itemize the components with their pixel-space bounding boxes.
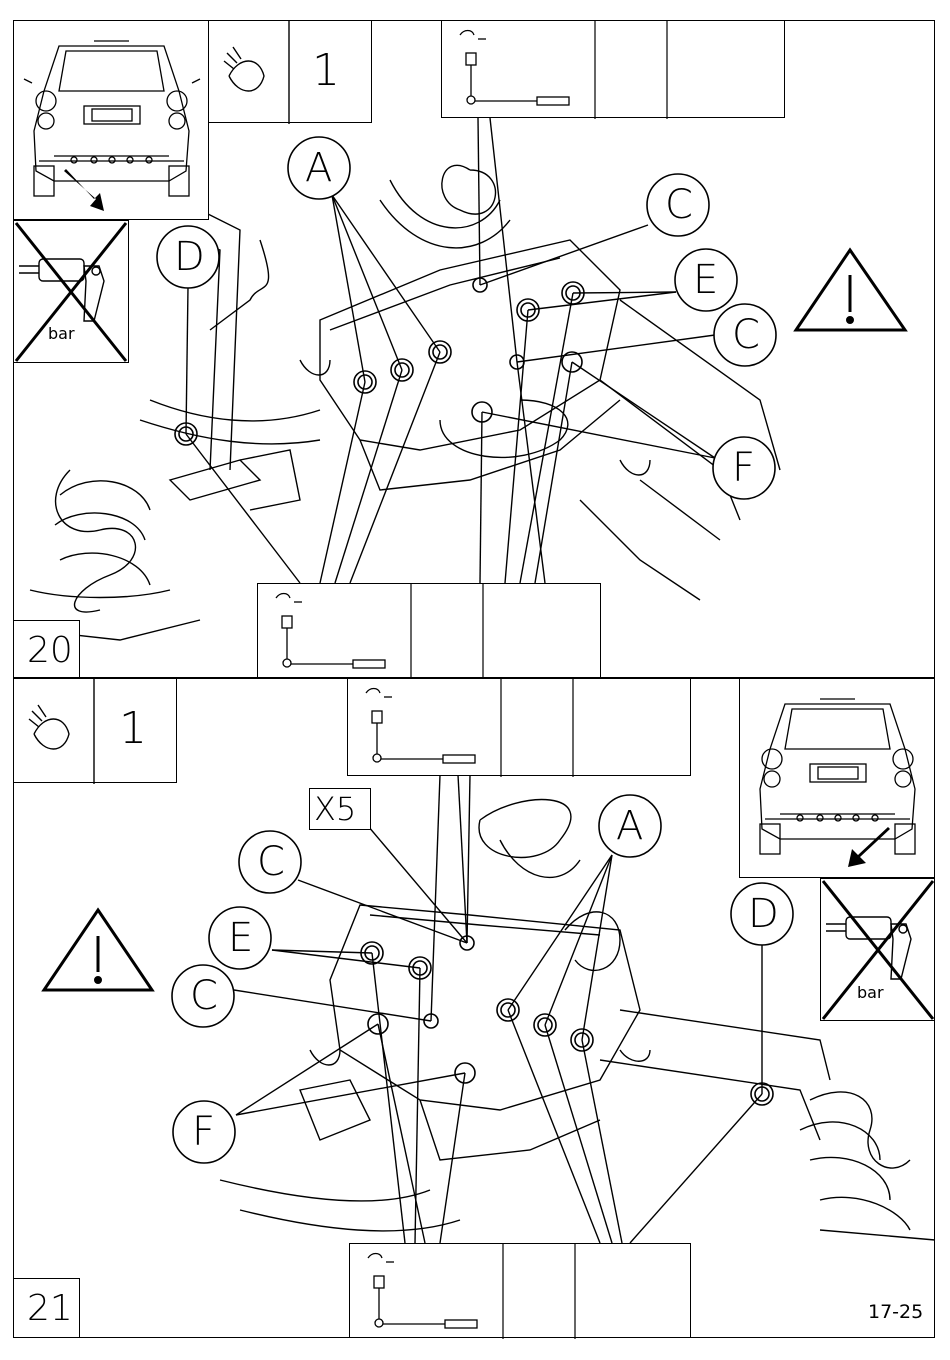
view-indicator-box: 1 xyxy=(13,678,177,783)
callout-c-upper-label: C xyxy=(257,842,285,882)
callout-c-lower-label: C xyxy=(732,315,760,355)
callout-a-label: A xyxy=(305,148,332,188)
step-number: 21 xyxy=(27,1291,73,1327)
callout-a-label: A xyxy=(616,806,643,846)
callout-f-label: F xyxy=(732,448,755,488)
callout-c-lower-label: C xyxy=(190,976,218,1016)
no-impact-wrench-box: bar xyxy=(820,878,935,1021)
no-impact-label: bar xyxy=(857,985,884,1001)
page-number: 17-25 xyxy=(868,1303,923,1322)
quantity-label: X5 xyxy=(314,793,356,825)
pointer-arrow-icon xyxy=(848,827,890,867)
callout-d-label: D xyxy=(174,237,205,277)
callout-e-label: E xyxy=(693,260,718,300)
no-impact-label: bar xyxy=(48,326,75,342)
vehicle-rear-view-inset xyxy=(739,678,935,878)
torque-spec-box-top xyxy=(347,678,691,776)
view-count: 1 xyxy=(119,707,147,751)
eye-icon xyxy=(29,705,69,749)
view-indicator-box: 1 xyxy=(208,20,372,123)
callout-f-label: F xyxy=(192,1112,215,1152)
torque-spec-box-top xyxy=(441,20,785,118)
vehicle-rear-view-inset xyxy=(13,20,209,220)
callout-c-upper-label: C xyxy=(665,185,693,225)
eye-icon xyxy=(224,47,264,91)
step-number: 20 xyxy=(27,633,73,669)
callout-d-label: D xyxy=(748,894,779,934)
step-number-box: 21 xyxy=(13,1278,80,1338)
torque-wrench-icon xyxy=(276,594,385,669)
view-count: 1 xyxy=(312,49,340,93)
torque-wrench-icon xyxy=(366,689,475,764)
no-impact-wrench-box: bar xyxy=(13,220,129,363)
torque-wrench-icon xyxy=(460,31,569,106)
torque-wrench-icon xyxy=(368,1254,477,1329)
torque-spec-box-bottom xyxy=(349,1243,691,1338)
quantity-box: X5 xyxy=(309,788,371,830)
step-number-box: 20 xyxy=(13,620,80,678)
callout-e-label: E xyxy=(228,918,253,958)
pointer-arrow-icon xyxy=(64,169,104,211)
torque-spec-box-bottom xyxy=(257,583,601,678)
